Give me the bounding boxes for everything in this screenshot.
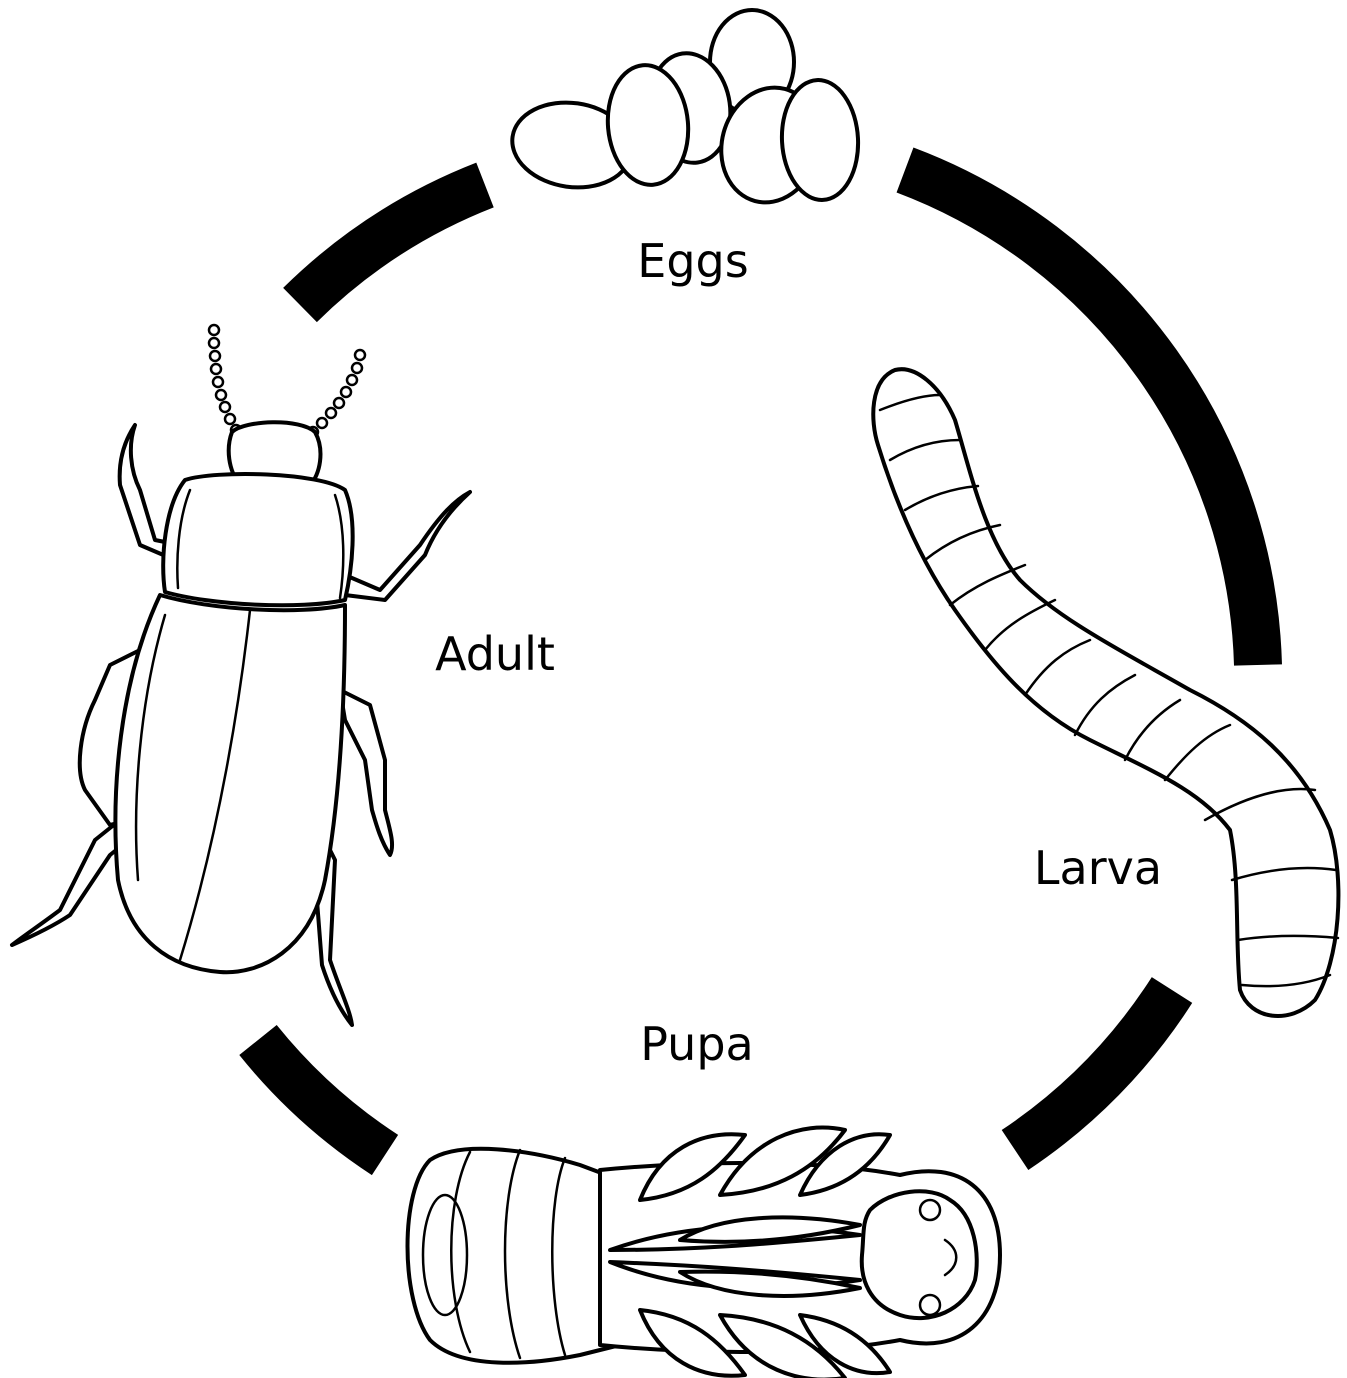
stage-label-pupa: Pupa	[640, 1017, 753, 1071]
pupa-icon	[408, 1128, 1001, 1378]
beetle-thorax	[163, 474, 352, 605]
eggs-icon	[507, 10, 861, 213]
arc-larva-to-pupa	[1015, 990, 1172, 1150]
arc-pupa-to-adult	[258, 1040, 385, 1155]
beetle-elytra	[115, 595, 345, 972]
arc-adult-to-eggs	[300, 185, 485, 305]
larva-icon	[873, 369, 1338, 1016]
stage-label-eggs: Eggs	[637, 234, 748, 288]
stage-label-larva: Larva	[1034, 841, 1162, 895]
antennae	[209, 325, 365, 437]
stage-label-adult: Adult	[435, 627, 555, 681]
beetle-icon	[12, 325, 470, 1025]
